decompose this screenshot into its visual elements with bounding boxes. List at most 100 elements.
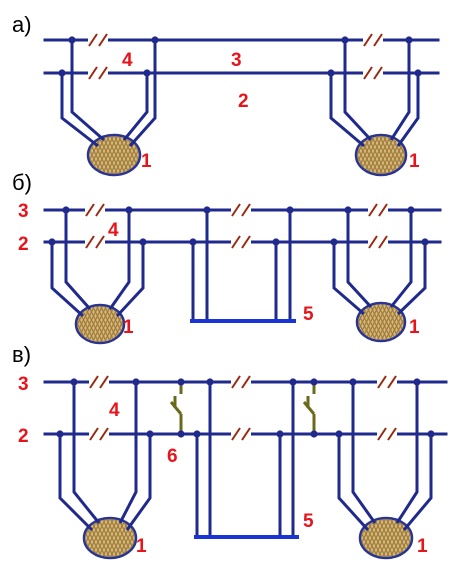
loop-conductor xyxy=(122,73,149,141)
junction-dot xyxy=(132,378,140,386)
coil-hatch xyxy=(426,518,446,558)
breaker-mark-icon xyxy=(241,235,251,249)
coil-hatch xyxy=(338,518,358,558)
junction-dot xyxy=(310,378,318,386)
coil-right-c xyxy=(338,516,454,560)
coil-hatch xyxy=(430,518,450,558)
coil-hatch xyxy=(121,136,139,174)
breaker-mark-icon xyxy=(231,235,241,249)
breaker-mark-icon xyxy=(88,33,98,47)
coil-hatch xyxy=(419,135,439,175)
junction-dot xyxy=(421,238,429,246)
rail-label-bottom-b: 2 xyxy=(18,234,29,255)
coil-hatch xyxy=(434,518,454,558)
coil-hatch xyxy=(140,305,159,343)
coil-hatch xyxy=(337,303,356,341)
coil-hatch xyxy=(374,136,396,174)
coil-hatch xyxy=(77,306,92,342)
breaker-mark-icon xyxy=(363,33,373,47)
coil-hatch xyxy=(132,305,151,343)
junction-dot xyxy=(56,430,64,438)
breaker-mark-icon xyxy=(241,203,251,217)
coil-hatch xyxy=(105,136,127,174)
breaker-mark-icon xyxy=(88,66,98,80)
junction-dot xyxy=(414,69,422,77)
coil-hatch xyxy=(417,303,436,341)
breaker-mark-icon xyxy=(363,66,373,80)
loop-conductor xyxy=(396,73,420,147)
breaker-mark-icon xyxy=(241,375,251,389)
coil-hatch xyxy=(358,304,373,340)
coil-hatch xyxy=(66,135,86,175)
coil-hatch xyxy=(427,135,447,175)
junction-dot xyxy=(335,430,343,438)
junction-dot xyxy=(272,238,280,246)
coil-hatch xyxy=(392,304,404,340)
junction-dot xyxy=(286,206,294,214)
coil-hatch xyxy=(427,135,447,175)
coil-hatch xyxy=(421,303,440,341)
coil-hatch xyxy=(385,519,407,557)
coil-hatch xyxy=(144,305,163,343)
coil-hatch xyxy=(58,518,78,558)
coil-hatch xyxy=(136,305,155,343)
coil-hatch xyxy=(56,305,75,343)
coil-hatch xyxy=(397,519,411,557)
section-label-c: в) xyxy=(12,342,31,367)
coil-hatch xyxy=(368,304,389,340)
coil-hatch xyxy=(107,306,123,342)
coil-hatch xyxy=(331,135,351,175)
coil-hatch xyxy=(376,304,397,340)
coil-hatch xyxy=(417,303,436,341)
coil-hatch xyxy=(425,303,444,341)
junction-dot xyxy=(177,430,185,438)
coil-label-right-a: 1 xyxy=(409,151,420,172)
loop-conductor xyxy=(64,210,92,310)
coil-hatch xyxy=(425,303,444,341)
breaker-mark-icon xyxy=(241,427,251,441)
coil-hatch xyxy=(158,135,178,175)
breaker-mark-icon xyxy=(231,203,241,217)
loop-conductor xyxy=(72,382,101,524)
rail-label-bottom-c: 2 xyxy=(18,426,29,447)
junction-dot xyxy=(62,206,70,214)
coil-hatch xyxy=(93,519,115,557)
coil-hatch xyxy=(58,518,78,558)
loop-conductor xyxy=(346,210,373,309)
coil-hatch xyxy=(150,135,170,175)
loop-conductor xyxy=(329,73,365,148)
bar-label-b: 5 xyxy=(303,304,314,325)
coil-hatch xyxy=(154,135,174,175)
coil-label-left-c: 1 xyxy=(136,536,147,557)
junction-dot xyxy=(177,378,185,386)
coil-hatch xyxy=(125,136,139,174)
breaker-mark-icon xyxy=(98,66,108,80)
coil-hatch xyxy=(333,303,352,341)
junction-dot xyxy=(203,206,211,214)
wire-layer xyxy=(43,33,454,560)
junction-dot xyxy=(427,430,435,438)
rail-label-top-c: 3 xyxy=(18,374,29,395)
breaker-mark-icon xyxy=(373,33,383,47)
coil-hatch xyxy=(162,135,182,175)
coil-hatch xyxy=(372,304,393,340)
coil-hatch xyxy=(361,519,375,557)
coil-hatch xyxy=(97,519,119,557)
coil-hatch xyxy=(390,136,405,174)
loop-conductor xyxy=(70,40,105,142)
loop-conductor xyxy=(351,382,377,524)
breaker-mark-icon xyxy=(378,235,388,249)
coil-left-a xyxy=(66,133,182,177)
coil-hatch xyxy=(87,306,108,342)
coil-hatch xyxy=(154,518,174,558)
coil-hatch xyxy=(423,135,443,175)
coil-right-a xyxy=(331,133,447,177)
coil-hatch xyxy=(362,136,384,174)
bar-label-c: 5 xyxy=(303,511,314,532)
coil-hatch xyxy=(66,135,86,175)
coil-hatch xyxy=(95,306,116,342)
coil-hatch xyxy=(101,519,123,557)
breaker-mark-icon xyxy=(387,375,397,389)
breaker-label-b: 4 xyxy=(108,220,119,241)
